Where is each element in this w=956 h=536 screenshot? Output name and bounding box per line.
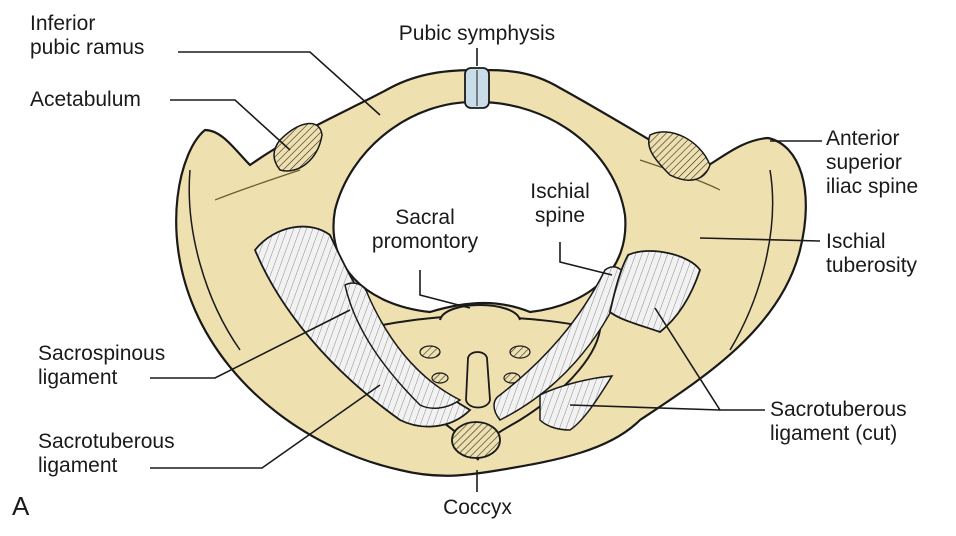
- label-pubic-symphysis: Pubic symphysis: [372, 22, 582, 46]
- acetabulum-right: [648, 131, 711, 181]
- label-sacrotuberous-line1: Sacrotuberous: [38, 430, 175, 453]
- label-ischial-spine-line1: Ischial: [530, 180, 590, 203]
- label-coccyx-line1: Coccyx: [443, 496, 512, 519]
- label-ischial-tuberosity: Ischial tuberosity: [826, 230, 917, 278]
- label-sacrospinous-line2: ligament: [38, 366, 118, 389]
- label-sacrospinous-ligament: Sacrospinous ligament: [38, 342, 165, 390]
- label-ischial-spine: Ischial spine: [500, 180, 620, 228]
- acetabulum-left: [273, 122, 323, 172]
- panel-letter: A: [12, 491, 30, 521]
- label-anterior-superior-iliac-spine: Anterior superior iliac spine: [826, 127, 918, 199]
- label-sacral-promontory: Sacral promontory: [355, 206, 495, 254]
- label-asis-line3: iliac spine: [826, 175, 919, 198]
- label-sacral-promontory-line1: Sacral: [395, 206, 455, 229]
- label-sacral-promontory-line2: promontory: [371, 230, 479, 253]
- label-acetabulum-line1: Acetabulum: [30, 88, 141, 111]
- label-sacrotuberous-cut-line2: ligament (cut): [770, 422, 898, 445]
- label-inferior-pubic-ramus: Inferior pubic ramus: [30, 12, 144, 60]
- label-sacrotuberous-ligament: Sacrotuberous ligament: [38, 430, 175, 478]
- label-acetabulum: Acetabulum: [30, 88, 141, 112]
- label-inferior-pubic-ramus-line2: pubic ramus: [30, 36, 145, 59]
- coccyx-bone: [465, 351, 491, 409]
- sacrospinous-ligament-left: [344, 282, 462, 410]
- sacrotuberous-ligament-cut-right: [608, 250, 701, 334]
- sacral-promontory: [439, 304, 521, 321]
- label-ischial-tuberosity-line2: tuberosity: [826, 254, 918, 277]
- label-sacrospinous-line1: Sacrospinous: [38, 342, 166, 365]
- label-inferior-pubic-ramus-line1: Inferior: [30, 12, 96, 35]
- pelvic-inlet: [332, 100, 627, 314]
- leader-lines: [150, 48, 822, 492]
- label-coccyx: Coccyx: [420, 496, 535, 520]
- label-ischial-tuberosity-line1: Ischial: [826, 230, 886, 253]
- label-asis-line2: superior: [826, 151, 902, 174]
- label-asis-line1: Anterior: [826, 127, 900, 150]
- label-sacrotuberous-line2: ligament: [38, 454, 118, 477]
- coccyx-tip: [451, 421, 501, 459]
- label-sacrotuberous-ligament-cut: Sacrotuberous ligament (cut): [770, 398, 907, 446]
- label-sacrotuberous-cut-line1: Sacrotuberous: [770, 398, 907, 421]
- label-pubic-symphysis-line1: Pubic symphysis: [398, 22, 556, 45]
- label-ischial-spine-line2: spine: [534, 204, 586, 227]
